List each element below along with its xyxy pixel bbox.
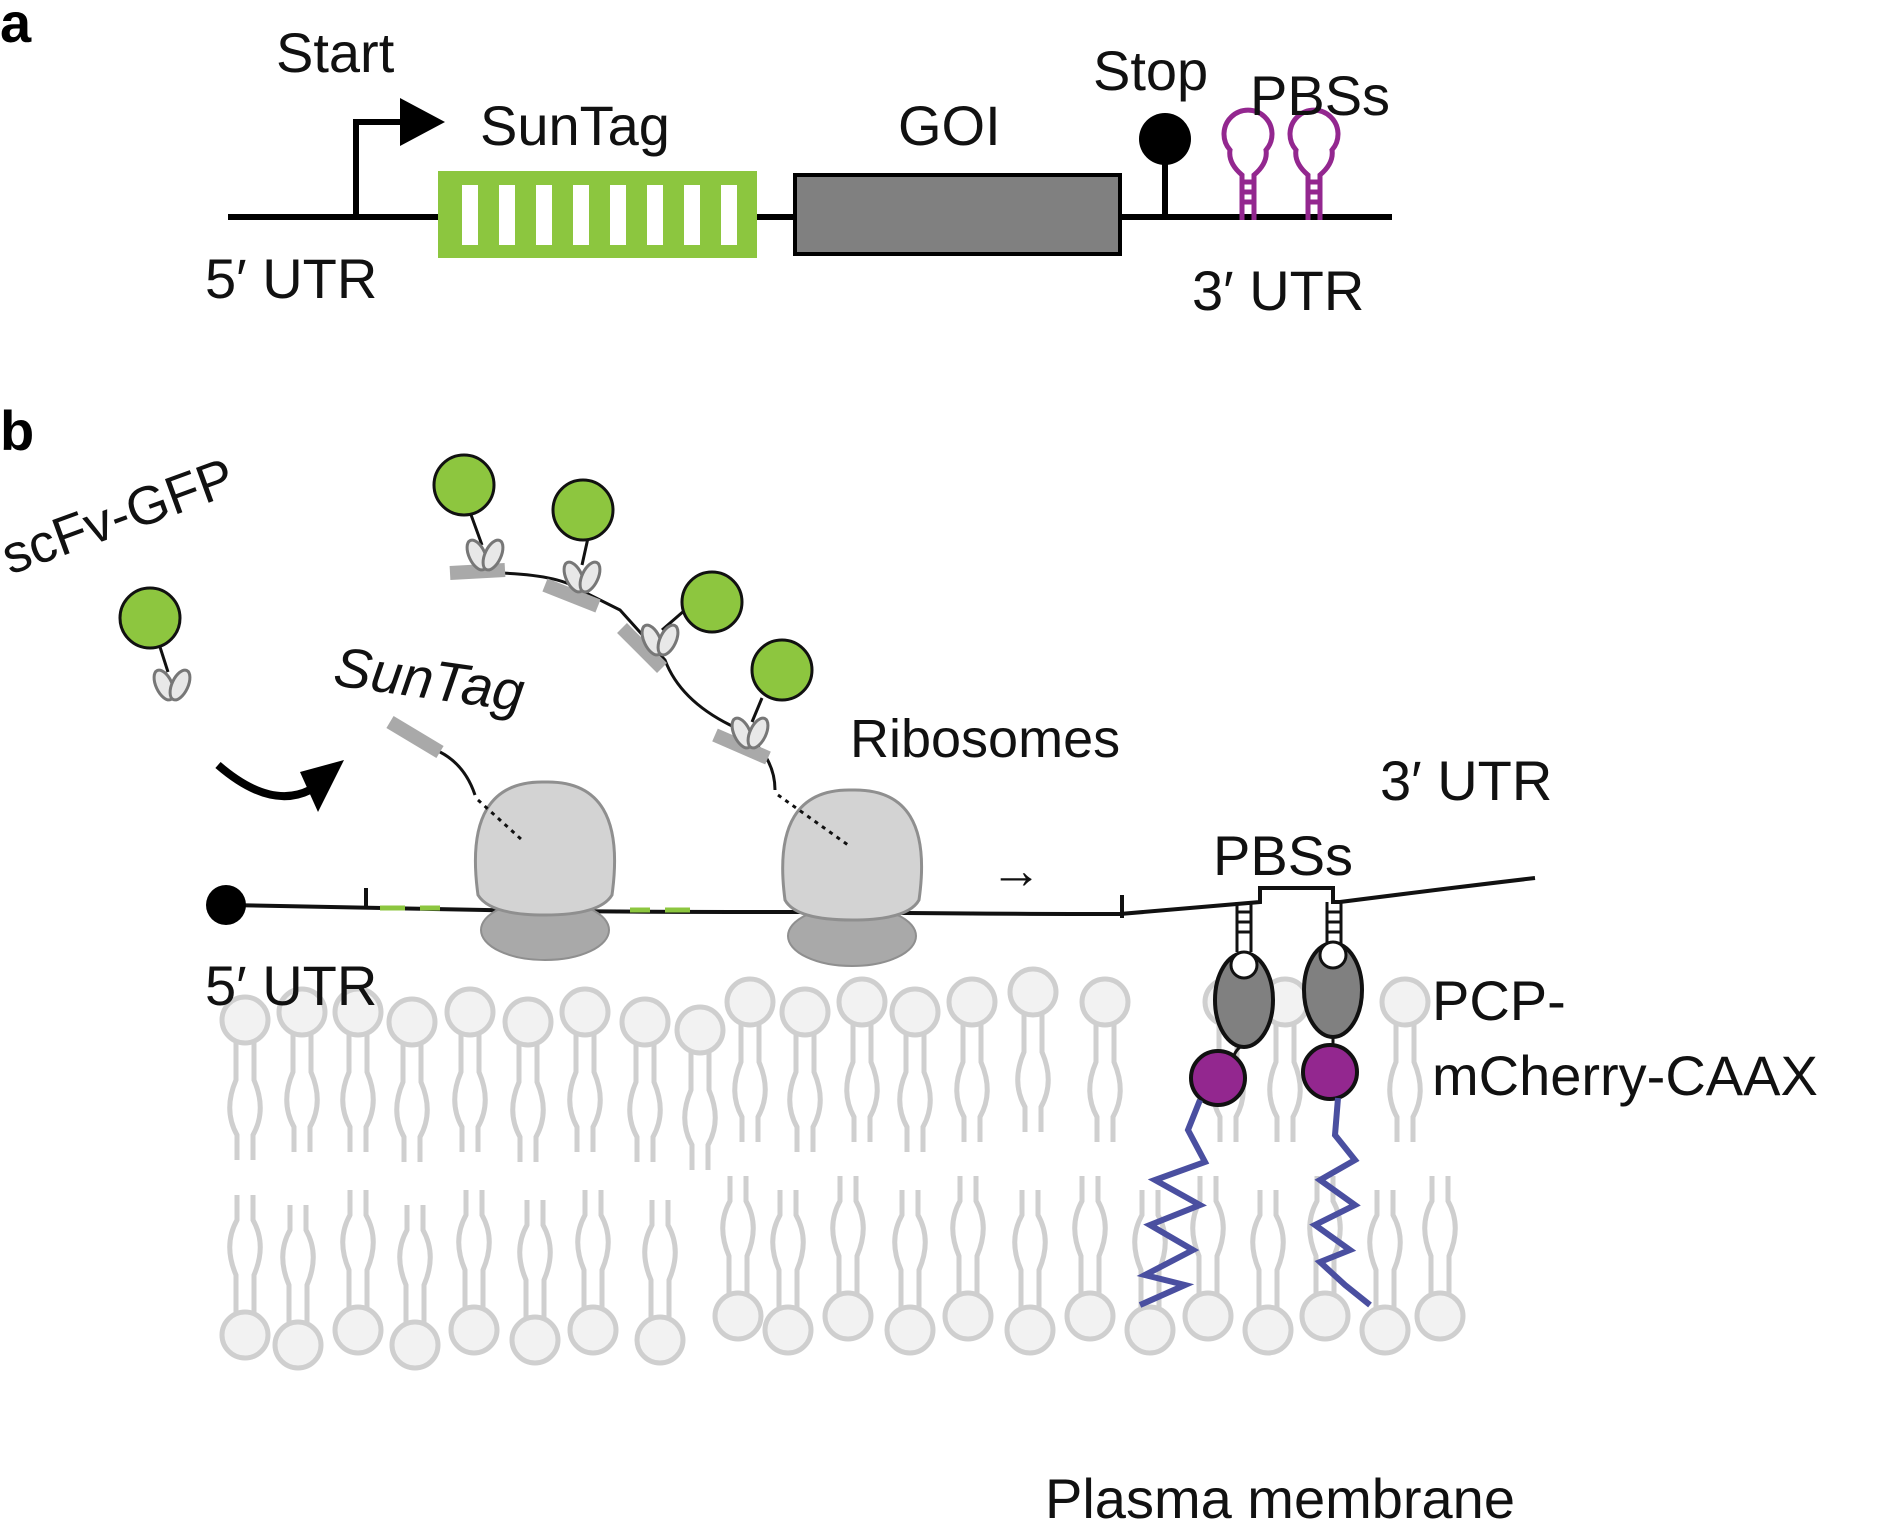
panel-a-letter: a bbox=[0, 0, 32, 54]
goi-box bbox=[793, 173, 1122, 256]
nascent-suntag-peptide bbox=[386, 715, 524, 842]
ribosome-2 bbox=[781, 788, 924, 967]
scfv-gfp-label: scFv-GFP bbox=[0, 447, 242, 586]
pcp-mcherry-caax bbox=[1136, 902, 1372, 1308]
plasma-membrane bbox=[222, 969, 1463, 1368]
utr3-label-a: 3′ UTR bbox=[1192, 259, 1364, 322]
ribosomes-label: Ribosomes bbox=[850, 709, 1120, 769]
pcp-label-line1: PCP- bbox=[1432, 969, 1566, 1032]
start-arrow-head bbox=[400, 98, 445, 146]
direction-arrow: → bbox=[990, 842, 1042, 900]
construct-map: Start SunTag GOI Stop PBSs 5′ UTR 3′ UTR bbox=[205, 21, 1392, 322]
stop-label: Stop bbox=[1093, 39, 1208, 102]
start-label: Start bbox=[276, 21, 395, 84]
utr3-label-b: 3′ UTR bbox=[1380, 749, 1552, 812]
gfp-icon bbox=[750, 638, 814, 702]
goi-label: GOI bbox=[898, 94, 1001, 157]
ribosome-1 bbox=[473, 780, 617, 961]
pbss-label-a: PBSs bbox=[1250, 64, 1390, 127]
utr5-label-a: 5′ UTR bbox=[205, 247, 377, 310]
nascent-peptide-with-gfp bbox=[432, 453, 849, 847]
gfp-icon bbox=[551, 478, 615, 542]
pbs-hairpins bbox=[1221, 107, 1341, 220]
pcp-label-line2: mCherry-CAAX bbox=[1432, 1044, 1818, 1107]
suntag-box bbox=[438, 171, 757, 258]
pbss-label-b: PBSs bbox=[1213, 824, 1353, 887]
mcherry-icon bbox=[1301, 1043, 1359, 1101]
cap-icon bbox=[206, 885, 246, 925]
gfp-icon bbox=[432, 453, 496, 517]
start-arrow bbox=[353, 119, 405, 217]
plasma-membrane-label: Plasma membrane bbox=[1045, 1467, 1515, 1530]
stop-icon bbox=[1139, 113, 1191, 165]
gfp-icon bbox=[118, 586, 182, 650]
suntag-label-b: SunTag bbox=[330, 634, 528, 723]
gfp-icon bbox=[680, 570, 744, 634]
utr5-label-b: 5′ UTR bbox=[205, 954, 377, 1017]
free-scfv-gfp bbox=[118, 586, 196, 705]
suntag-label: SunTag bbox=[480, 94, 670, 157]
binding-arrow bbox=[215, 760, 344, 812]
panel-b-letter: b bbox=[0, 399, 34, 462]
suntag-repeats bbox=[462, 185, 737, 245]
mcherry-icon bbox=[1189, 1049, 1247, 1107]
